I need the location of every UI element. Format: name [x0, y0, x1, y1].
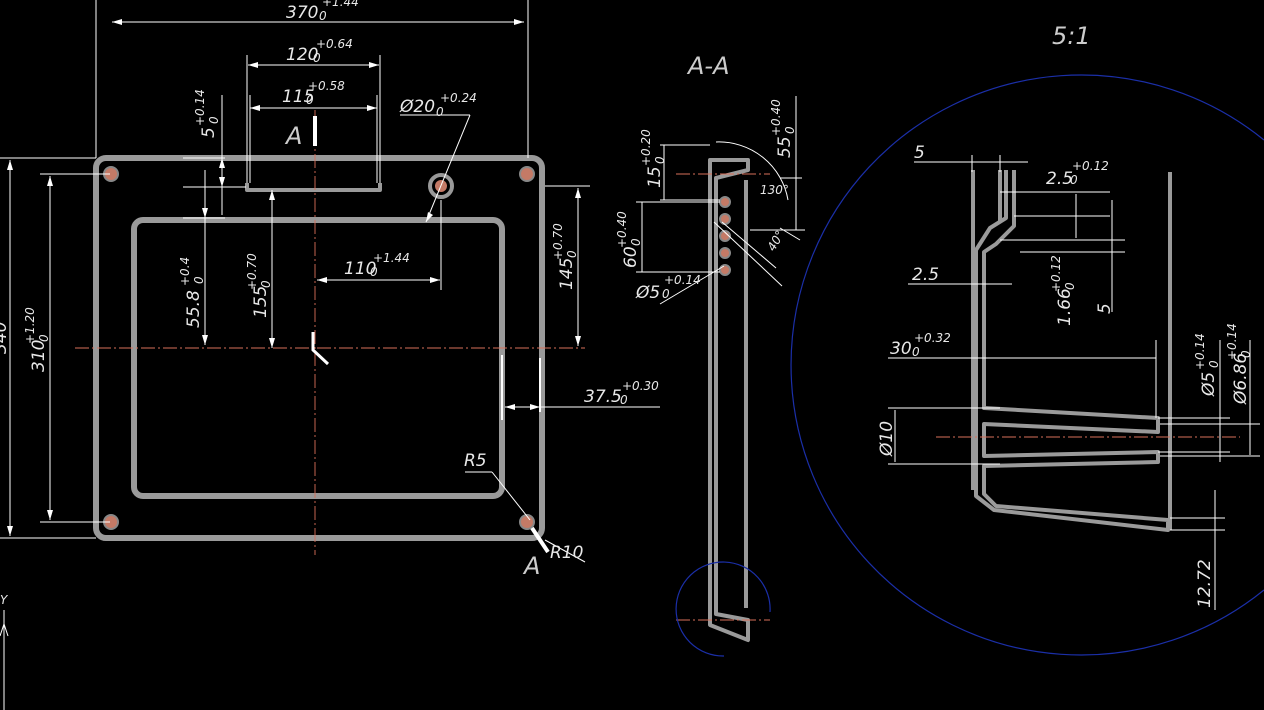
dim-145: 145	[557, 258, 577, 290]
radius-r5: R5	[464, 451, 487, 471]
det-dim-2-5-tol: 2.5	[1046, 169, 1073, 189]
dim-145-low: 0	[565, 250, 579, 258]
dim-155: 155	[251, 286, 271, 318]
sec-dim-60: 60	[621, 246, 641, 268]
det-dim-phi5: Ø5	[1199, 372, 1219, 397]
section-title: A-A	[686, 52, 730, 80]
section-cut-line-bottom	[530, 526, 550, 554]
top-slot	[245, 183, 382, 192]
det-dim-phi6-86: Ø6.86	[1231, 353, 1251, 405]
dim-37-5-low: 0	[620, 393, 628, 407]
sec-angle-40: 40°	[764, 228, 787, 253]
dim-340: 340	[0, 322, 11, 354]
corner-hole-top-right	[519, 166, 535, 182]
det-dim-phi10: Ø10	[877, 421, 897, 457]
section-profile-left	[708, 158, 750, 642]
dim-110: 110	[344, 259, 376, 279]
detail-boundary-circle	[790, 74, 1264, 656]
section-hole-2	[719, 213, 731, 225]
det-dim-5: 5	[914, 143, 925, 163]
dim-110-tol: +1.44	[373, 251, 410, 265]
section-dimension-lines	[636, 96, 805, 305]
dim-110-low: 0	[370, 265, 378, 279]
sec-dim-55-tol: +0.40	[769, 99, 783, 136]
section-hole-1	[719, 196, 731, 208]
dim-phi20-low: 0	[436, 105, 444, 119]
sec-dim-15-low: 0	[653, 156, 667, 164]
dim-37-5-tol: +0.30	[622, 379, 659, 393]
dim-37-5: 37.5	[584, 387, 622, 407]
sec-dim-15-tol: +0.20	[639, 129, 653, 166]
det-dim-30-tol: +0.32	[914, 331, 951, 345]
section-hole-4	[719, 247, 731, 259]
dim-55-8-tol: +0.4	[178, 257, 192, 286]
detail-dimension-lines	[888, 155, 1260, 610]
det-dim-30-low: 0	[912, 345, 920, 359]
dim-5-top-tol: +0.14	[193, 89, 207, 126]
det-dim-1-66-low: 0	[1063, 282, 1077, 290]
dim-115-low: 0	[306, 93, 314, 107]
front-dimension-lines	[0, 0, 660, 563]
dim-370-low: 0	[319, 9, 327, 23]
section-hole-5	[719, 264, 731, 276]
dim-5-top: 5	[199, 127, 219, 138]
det-dim-1-66-tol: +0.12	[1049, 255, 1063, 292]
dim-120: 120	[286, 45, 318, 65]
dim-155-low: 0	[259, 280, 273, 288]
corner-hole-bottom-right	[519, 514, 535, 530]
det-dim-12-72: 12.72	[1195, 559, 1215, 608]
dim-55-8-low: 0	[192, 276, 206, 284]
dim-155-tol: +0.70	[245, 253, 259, 290]
ucs-icon: Y	[0, 593, 9, 710]
section-mark-bottom: A	[522, 552, 540, 580]
detail-scale-label: 5:1	[1052, 22, 1091, 50]
det-dim-phi6-86-tol: +0.14	[1225, 323, 1239, 360]
dim-phi20-tol: +0.24	[440, 91, 477, 105]
detail-profile	[974, 170, 1170, 532]
section-view-a-a: A-A 15 +0.20 0 55 +	[615, 52, 805, 657]
det-dim-30: 30	[890, 339, 912, 359]
sec-dim-55-low: 0	[783, 126, 797, 134]
section-mark-top: A	[284, 122, 302, 150]
sec-dim-15: 15	[645, 166, 665, 188]
det-dim-5-vertical: 5	[1095, 303, 1115, 314]
center-tick-mark	[311, 332, 330, 366]
sec-dim-phi5-tol: +0.14	[664, 273, 701, 287]
sec-dim-60-low: 0	[629, 238, 643, 246]
dim-310-low: 0	[37, 334, 51, 342]
det-dim-2-5-tol-upper: +0.12	[1072, 159, 1109, 173]
section-hole-3	[719, 230, 731, 242]
front-dimension-arrows	[7, 19, 581, 536]
dim-310-tol: +1.20	[23, 307, 37, 344]
dim-5-top-low: 0	[207, 116, 221, 124]
phi20-hole	[428, 173, 454, 199]
dim-370: 370	[286, 3, 318, 23]
dim-55-8: 55.8	[184, 290, 204, 328]
ucs-y-label: Y	[0, 593, 9, 607]
radius-r10: R10	[550, 543, 583, 563]
det-dim-phi5-low: 0	[1207, 360, 1221, 368]
det-dim-2-5-tol-lower: 0	[1070, 173, 1078, 187]
detail-view: 5:1	[790, 22, 1264, 656]
sec-dim-60-tol: +0.40	[615, 211, 629, 248]
dim-145-tol: +0.70	[551, 223, 565, 260]
sec-dim-phi5-low: 0	[662, 287, 670, 301]
dim-120-low: 0	[313, 51, 321, 65]
section-detail-circle	[675, 561, 771, 657]
dim-115: 115	[282, 87, 314, 107]
dim-115-tol: +0.58	[308, 79, 345, 93]
det-dim-1-66: 1.66	[1055, 288, 1075, 326]
dim-120-tol: +0.64	[316, 37, 353, 51]
sec-dim-55: 55	[775, 136, 795, 158]
dim-phi20: Ø20	[399, 97, 435, 117]
sec-angle-130: 130°	[760, 183, 789, 197]
front-view: 370 +1.44 0 120 +0.64 0 115 +0.58 0 Ø20 …	[0, 0, 660, 580]
sec-dim-phi5: Ø5	[635, 283, 660, 303]
det-dim-phi6-86-low: 0	[1239, 350, 1253, 358]
dim-310: 310	[29, 340, 49, 372]
dim-370-tol: +1.44	[322, 0, 359, 9]
det-dim-phi5-tol: +0.14	[1193, 333, 1207, 370]
det-dim-2-5: 2.5	[912, 265, 939, 285]
